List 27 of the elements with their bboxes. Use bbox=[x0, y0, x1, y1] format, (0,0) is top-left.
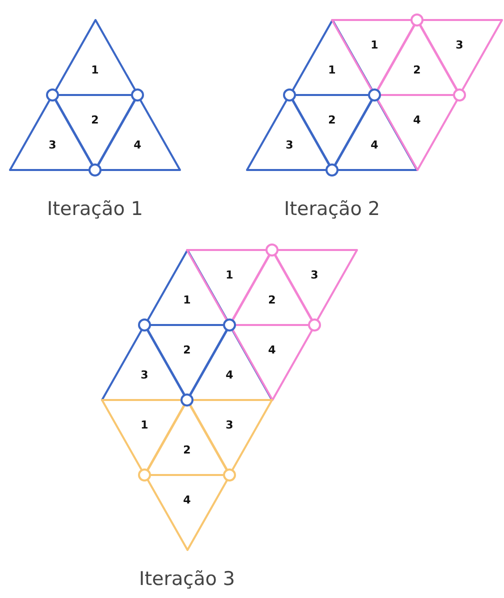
triangle-number: 1 bbox=[91, 64, 99, 76]
triangle-number: 3 bbox=[310, 270, 318, 280]
triangle-number: 4 bbox=[268, 344, 276, 356]
triangle-number: 2 bbox=[91, 114, 99, 126]
triangle-number: 4 bbox=[183, 494, 191, 506]
iteration-caption: Iteração 3 bbox=[138, 568, 236, 590]
triangle-number: 3 bbox=[48, 140, 56, 150]
triangle-number: 1 bbox=[226, 270, 234, 280]
triangle-number: 2 bbox=[413, 64, 421, 76]
triangle-number: 4 bbox=[370, 140, 378, 150]
iteration-caption: Iteração 2 bbox=[284, 198, 380, 220]
triangle-number: 3 bbox=[140, 370, 148, 380]
triangle-number: 1 bbox=[328, 64, 336, 76]
triangle-number: 2 bbox=[183, 444, 191, 456]
triangle-number: 1 bbox=[183, 294, 191, 306]
triangle-number: 3 bbox=[286, 140, 294, 150]
triangle-number: 4 bbox=[134, 140, 142, 150]
triangle-number: 2 bbox=[268, 294, 276, 306]
triangle-number: 2 bbox=[183, 344, 191, 356]
triangle-number: 1 bbox=[140, 420, 148, 430]
triangle-number: 4 bbox=[226, 370, 234, 380]
triangle-number: 3 bbox=[456, 40, 464, 50]
triangle-number: 4 bbox=[413, 114, 421, 126]
iteration-caption: Iteração 1 bbox=[46, 198, 144, 220]
triangle-number: 1 bbox=[370, 40, 378, 50]
triangle-number: 2 bbox=[328, 114, 336, 126]
triangle-number: 3 bbox=[226, 420, 234, 430]
